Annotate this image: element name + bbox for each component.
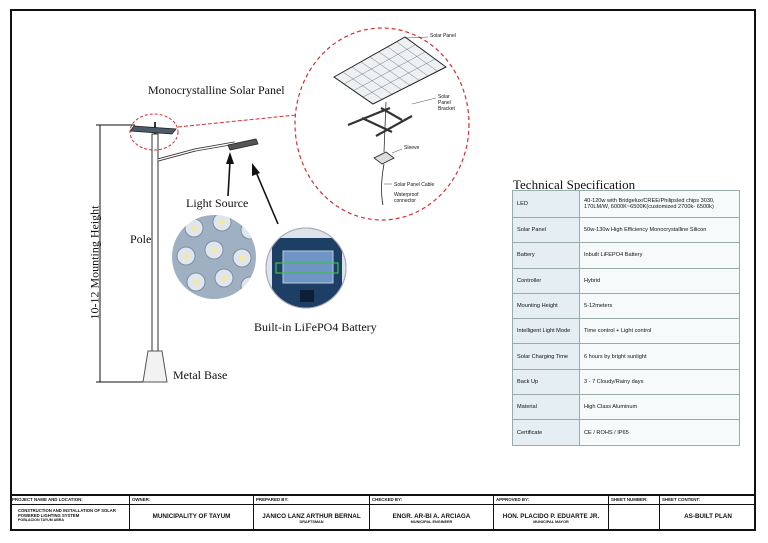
approved-cell: APPROVED BY: HON. PLACIDO P. EDUARTE JR.… xyxy=(494,496,609,531)
spec-key: Solar Charging Time xyxy=(512,343,580,370)
spec-key: Material xyxy=(512,394,580,421)
sheet-number-cell: SHEET NUMBER: xyxy=(609,496,660,531)
project-location: POBLACION TAYUM ABRA xyxy=(18,518,64,522)
project-name: CONSTRUCTION AND INSTALLATION OF SOLAR P… xyxy=(18,508,116,518)
spec-key: Intelligent Light Mode xyxy=(512,318,580,345)
drawing-frame xyxy=(10,9,756,531)
approved-value: HON. PLACIDO P. EDUARTE JR. xyxy=(502,513,600,520)
battery-detail xyxy=(265,227,347,309)
spec-value: 40-120w with Bridgelux/CREE/Philipsled c… xyxy=(579,190,740,218)
owner-value: MUNICIPALITY OF TAYUM xyxy=(152,513,231,520)
checked-role: MUNICIPAL ENGINEER xyxy=(410,520,453,524)
detail-label-sleeve: Sleeve xyxy=(404,145,420,151)
spec-value: 6 hours by bright sunlight xyxy=(579,343,740,370)
spec-value: 50w-130w High Efficiency Monocrystalline… xyxy=(579,216,740,244)
spec-key: Mounting Height xyxy=(512,292,580,320)
spec-key: Battery xyxy=(512,242,580,269)
pole-label: Pole xyxy=(130,232,152,246)
callout-connector xyxy=(177,114,297,128)
checked-header: CHECKED BY: xyxy=(370,496,493,505)
owner-header: OWNER: xyxy=(130,496,253,505)
project-cell: PROJECT NAME AND LOCATION: CONSTRUCTION … xyxy=(10,496,130,531)
checked-cell: CHECKED BY: ENGR. AR-BI A. ARCIAGA MUNIC… xyxy=(370,496,494,531)
spec-value: Time control + Light control xyxy=(579,318,740,345)
panel-callout-circle xyxy=(129,113,179,151)
detail-label-solar-panel: Solar Panel xyxy=(430,33,456,39)
detail-label-bracket: Solar Panel Bracket xyxy=(438,94,455,112)
light-source-label: Light Source xyxy=(186,196,249,210)
owner-cell: OWNER: MUNICIPALITY OF TAYUM xyxy=(130,496,254,531)
detail-bracket xyxy=(347,106,413,137)
prepared-role: DRAFTSMAN xyxy=(299,520,324,524)
detail-cable xyxy=(381,163,385,206)
metal-base-label: Metal Base xyxy=(173,368,228,382)
prepared-header: PREPARED BY: xyxy=(254,496,369,505)
spec-title: Technical Specification xyxy=(513,177,636,192)
light-source-detail xyxy=(172,215,256,299)
pole-solar-panel xyxy=(129,125,177,135)
solar-panel-label: Monocrystalline Solar Panel xyxy=(148,83,285,97)
detail-label-cable: Solar Panel Cable xyxy=(394,182,435,188)
callout-arrows xyxy=(226,152,279,225)
prepared-cell: PREPARED BY: JANICO LANZ ARTHUR BERNAL D… xyxy=(254,496,370,531)
metal-base xyxy=(142,350,168,383)
project-header: PROJECT NAME AND LOCATION: xyxy=(10,496,129,505)
sheet-content-value: AS-BUILT PLAN xyxy=(684,513,732,520)
mounting-height-label: 10-12 Mounting Height xyxy=(87,205,102,320)
spec-key: Back Up xyxy=(512,368,580,396)
spec-value: High Class Aluminum xyxy=(579,394,740,421)
sheet-content-cell: SHEET CONTENT: AS-BUILT PLAN xyxy=(660,496,756,531)
spec-value: 3 - 7 Cloudy/Rainy days xyxy=(579,368,740,396)
sheet-content-header: SHEET CONTENT: xyxy=(660,496,756,505)
spec-key: LED xyxy=(512,190,580,218)
spec-key: Certificate xyxy=(512,419,580,446)
detail-solar-panel xyxy=(333,36,447,105)
solar-panel-detail xyxy=(294,27,470,221)
spec-key: Solar Panel xyxy=(512,216,580,244)
approved-role: MUNICIPAL MAYOR xyxy=(533,520,569,524)
lamp-head xyxy=(227,138,259,151)
title-block: PROJECT NAME AND LOCATION: CONSTRUCTION … xyxy=(10,494,756,531)
sheet-number-header: SHEET NUMBER: xyxy=(609,496,659,505)
battery-label: Built-in LiFePO4 Battery xyxy=(254,320,377,334)
detail-label-connector: Waterproof connector xyxy=(394,192,419,204)
detail-sleeve xyxy=(373,151,395,165)
approved-header: APPROVED BY: xyxy=(494,496,608,505)
spec-value: 5-12meters xyxy=(579,292,740,320)
spec-value: Inbuilt LiFEPO4 Battery xyxy=(579,242,740,269)
checked-value: ENGR. AR-BI A. ARCIAGA xyxy=(392,513,471,520)
spec-value: CE / ROHS / IP65 xyxy=(579,419,740,446)
spec-key: Controller xyxy=(512,267,580,294)
spec-value: Hybrid xyxy=(579,267,740,294)
prepared-value: JANICO LANZ ARTHUR BERNAL xyxy=(262,513,361,520)
